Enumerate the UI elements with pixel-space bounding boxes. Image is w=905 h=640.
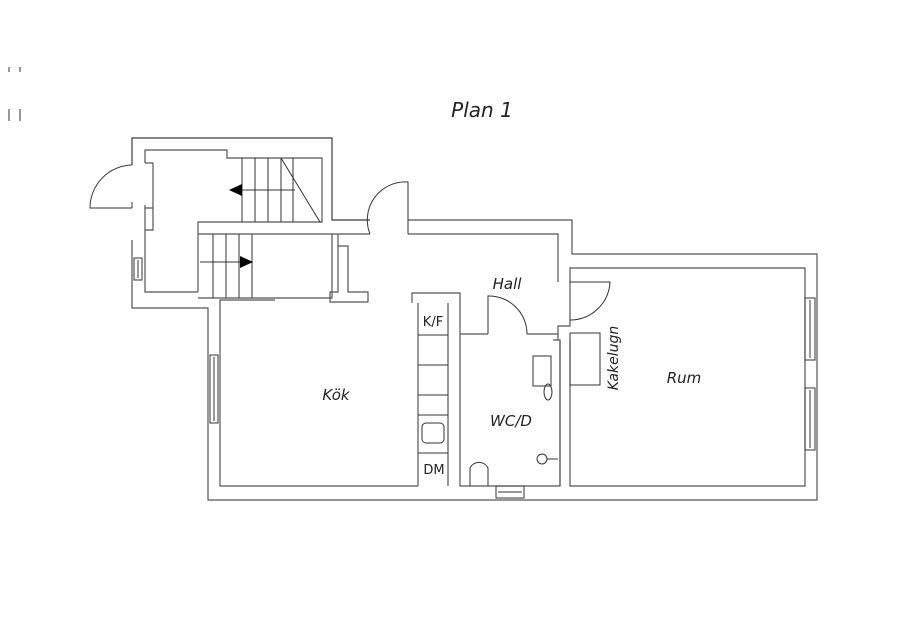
outer-wall-path <box>131 137 818 501</box>
shower-drain-icon <box>536 453 548 465</box>
stair-lower-wall <box>197 234 275 299</box>
stove-label: Kakelugn <box>606 326 622 391</box>
margin-marks <box>8 67 21 121</box>
room-door <box>569 281 611 321</box>
room-label-room: Rum <box>667 369 702 387</box>
shower-icon <box>543 383 553 401</box>
hall-entry-door <box>366 181 409 235</box>
room-label-hall: Hall <box>493 275 523 293</box>
wc-wall <box>527 333 561 486</box>
washbasin-icon <box>532 355 552 387</box>
stairs-lower <box>200 234 253 298</box>
dishwasher-label: DM <box>423 463 444 478</box>
room-label-kitchen: Kök <box>322 386 350 404</box>
front-door <box>89 164 133 209</box>
stairs-arrow-icon <box>240 256 253 268</box>
wc-door <box>487 295 528 335</box>
kitchen-wall <box>219 299 418 487</box>
tiled-stove <box>569 332 601 386</box>
kitchen-counter <box>418 334 448 454</box>
fridge-label: K/F <box>423 315 443 330</box>
wc-fixtures <box>469 355 558 486</box>
toilet-icon <box>469 461 489 486</box>
stair-hall-inner-wall <box>144 149 333 299</box>
window <box>133 257 816 499</box>
hall-inner-wall <box>329 233 806 487</box>
stairs-arrow-icon <box>229 184 242 196</box>
sink-icon <box>421 422 445 444</box>
stairs-upper <box>229 157 321 223</box>
room-label-wc: WC/D <box>490 412 532 430</box>
plan-title: Plan 1 <box>451 98 513 122</box>
